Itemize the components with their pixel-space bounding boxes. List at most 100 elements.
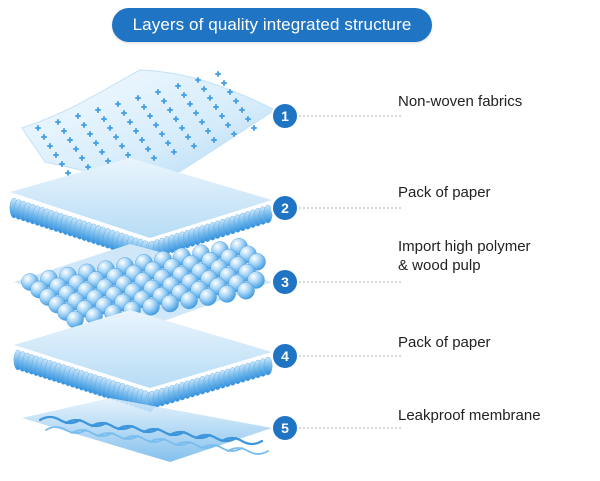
perforation-mark	[151, 155, 157, 161]
membrane-rib	[220, 436, 264, 446]
polymer-bead	[180, 291, 198, 309]
perforation-mark	[175, 83, 181, 89]
perforation-mark	[105, 158, 111, 164]
membrane-rib	[201, 444, 243, 452]
perforation-mark	[81, 122, 87, 128]
perforation-mark	[171, 149, 177, 155]
perforation-mark	[199, 119, 205, 125]
layer-label-1: Non-woven fabrics	[398, 92, 588, 111]
perforation-mark	[173, 116, 179, 122]
polymer-beads	[21, 238, 266, 329]
perforation-pattern	[35, 71, 257, 185]
perforation-mark	[145, 146, 151, 152]
polymer-bead	[142, 298, 160, 316]
perforation-mark	[85, 164, 91, 170]
perforation-mark	[121, 110, 127, 116]
perforation-mark	[213, 104, 219, 110]
polymer-bead	[218, 285, 236, 303]
diagram-title: Layers of quality integrated structure	[132, 15, 412, 34]
layer-1-non-woven-illustration	[21, 69, 277, 191]
perforation-mark	[211, 137, 217, 143]
perforation-mark	[93, 140, 99, 146]
perforation-mark	[101, 116, 107, 122]
layer-number-3: 3	[281, 274, 289, 290]
membrane-rib	[116, 424, 160, 434]
layer-label-text: Pack of paper	[398, 184, 491, 201]
perforation-mark	[239, 107, 245, 113]
layer-number-2: 2	[281, 200, 289, 216]
perforation-mark	[153, 122, 159, 128]
perforation-mark	[221, 80, 227, 86]
perforation-mark	[67, 137, 73, 143]
perforation-mark	[201, 86, 207, 92]
perforation-mark	[191, 143, 197, 149]
fiber-rib	[263, 204, 273, 224]
membrane-rib	[97, 432, 139, 440]
perforation-mark	[233, 98, 239, 104]
layer-label-2: Pack of paper	[398, 183, 588, 202]
membrane-rib	[142, 427, 186, 437]
membrane-rib	[149, 438, 191, 446]
perforation-mark	[75, 113, 81, 119]
perforation-mark	[125, 152, 131, 158]
perforation-mark	[165, 140, 171, 146]
perforation-mark	[167, 107, 173, 113]
perforation-mark	[219, 113, 225, 119]
perforation-mark	[127, 119, 133, 125]
layer-number-5: 5	[281, 420, 289, 436]
perforation-mark	[61, 128, 67, 134]
perforation-mark	[87, 131, 93, 137]
perforation-mark	[65, 170, 71, 176]
membrane-rib	[175, 441, 217, 449]
perforation-mark	[59, 161, 65, 167]
perforation-mark	[193, 110, 199, 116]
perforation-mark	[147, 113, 153, 119]
layer-badge-2: 2	[271, 194, 299, 222]
perforation-mark	[47, 143, 53, 149]
perforation-mark	[115, 101, 121, 107]
perforation-mark	[113, 134, 119, 140]
perforation-mark	[185, 134, 191, 140]
title-banner: Layers of quality integrated structure	[112, 8, 432, 42]
membrane-rib	[64, 418, 108, 428]
layer-label-3: Import high polymer & wood pulp	[398, 237, 588, 275]
perforation-mark	[195, 77, 201, 83]
perforation-mark	[73, 146, 79, 152]
membrane-rib	[90, 421, 134, 431]
perforation-mark	[41, 134, 47, 140]
layer-label-text: Pack of paper	[398, 334, 491, 351]
perforation-mark	[251, 125, 257, 131]
perforation-mark	[231, 131, 237, 137]
perforation-mark	[107, 125, 113, 131]
membrane-rib	[168, 430, 212, 440]
fiber-rib	[263, 356, 273, 376]
membrane-rib	[38, 415, 82, 425]
polymer-bead	[161, 294, 179, 313]
perforation-mark	[119, 143, 125, 149]
layer-label-text-line2: & wood pulp	[398, 257, 481, 274]
perforation-mark	[155, 89, 161, 95]
layer-5-membrane-illustration	[22, 398, 272, 462]
perforation-mark	[53, 152, 59, 158]
perforation-mark	[79, 155, 85, 161]
membrane-rib	[123, 435, 165, 443]
perforation-mark	[99, 149, 105, 155]
connector-lines	[299, 115, 402, 429]
perforation-mark	[161, 98, 167, 104]
perforation-mark	[225, 122, 231, 128]
membrane-ribs	[38, 415, 269, 455]
layer-label-text: Leakproof membrane	[398, 407, 541, 424]
layer-badge-4: 4	[271, 342, 299, 370]
paper-fiber-ribs	[9, 197, 273, 263]
layer-label-text: Import high polymer	[398, 238, 531, 255]
paper-fiber-ribs	[13, 349, 273, 413]
perforation-mark	[35, 125, 41, 131]
perforation-mark	[205, 128, 211, 134]
perforation-mark	[141, 104, 147, 110]
membrane-rib	[227, 447, 269, 455]
layer-label-5: Leakproof membrane	[398, 406, 588, 425]
perforation-mark	[187, 101, 193, 107]
membrane-rib	[45, 426, 87, 434]
layer-2-paper-illustration	[9, 158, 273, 263]
